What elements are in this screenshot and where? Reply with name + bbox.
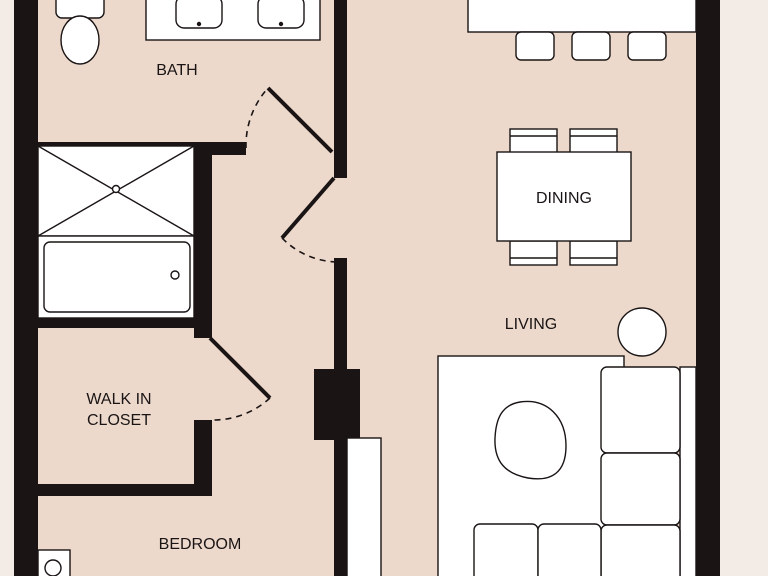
exterior-wall-left: [14, 0, 38, 576]
wardrobe: [346, 437, 382, 576]
exterior-wall-right: [696, 0, 720, 576]
side-table: [617, 307, 667, 357]
bathtub: [37, 235, 195, 319]
wall-column: [314, 369, 360, 440]
wall-closet-side: [194, 420, 212, 496]
toilet: [55, 0, 105, 65]
room-label-living: LIVING: [505, 316, 557, 333]
exterior-right: [720, 0, 768, 576]
room-label-closet-line1: WALK IN: [86, 391, 151, 408]
exterior-left: [0, 0, 14, 576]
room-label-dining: DINING: [536, 190, 592, 207]
entry-door: [280, 176, 337, 263]
wall-closet-top: [38, 318, 212, 328]
nightstand: [37, 549, 71, 576]
dining-table: [496, 128, 632, 266]
wall-closet-bottom: [38, 484, 212, 496]
double-vanity: [145, 0, 321, 41]
room-label-bedroom: BEDROOM: [159, 536, 242, 553]
sectional-sofa: [473, 366, 697, 576]
closet-door: [208, 336, 272, 421]
kitchen-counter: [467, 0, 697, 61]
room-label-closet-line2: CLOSET: [87, 412, 151, 429]
wall-shower-side: [194, 142, 212, 338]
bath-door: [245, 86, 334, 154]
wall-bath-living-upper: [334, 0, 347, 178]
shower: [37, 145, 195, 237]
coffee-table: [494, 400, 567, 480]
room-label-bath: BATH: [156, 62, 197, 79]
